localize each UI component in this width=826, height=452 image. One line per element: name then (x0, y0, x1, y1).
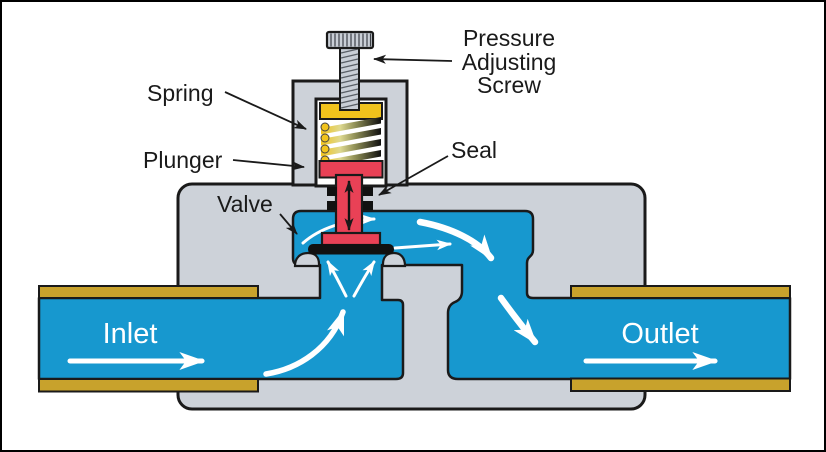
spring-coil (321, 139, 381, 157)
inlet-label: Inlet (103, 318, 158, 350)
spring-coil-dot (320, 133, 330, 143)
seal-pointer-arrow (378, 155, 449, 196)
chamber-flow-arrow-right (393, 239, 452, 251)
spring-coil (321, 117, 381, 135)
knob-knurling (330, 33, 372, 47)
adjusting-screw-knob (325, 30, 375, 50)
valve-label: Valve (217, 191, 273, 217)
plunger-pointer-arrow (232, 159, 306, 171)
spring-label: Spring (147, 80, 213, 106)
seal-ring (363, 187, 373, 196)
seal-rings (327, 187, 373, 210)
adjusting-screw-shaft (339, 45, 360, 111)
spring-coil-dot (320, 122, 330, 132)
riser-flow-arrow-left (326, 260, 348, 298)
valve-seat-lip-left (293, 251, 321, 268)
seal-ring (327, 187, 337, 196)
inlet-pipe-wall-bottom (38, 378, 259, 393)
knob-body (325, 30, 375, 50)
pressure-adjusting-screw-label: Pressure Adjusting Screw (462, 25, 557, 98)
outlet-pipe-wall-bottom (570, 377, 791, 392)
outlet-label: Outlet (621, 318, 698, 350)
seal-ring (363, 201, 373, 210)
spring-coil-dot (320, 144, 330, 154)
spring-pointer-arrow (224, 91, 307, 130)
seal-ring (327, 201, 337, 210)
flow-arrows (67, 214, 719, 377)
chamber-flow-arrow-left (301, 214, 376, 245)
screw-threads (340, 48, 359, 109)
seal-label: Seal (451, 137, 497, 163)
plunger-flange (320, 231, 382, 247)
outlet-pipe-wall-top (570, 285, 791, 299)
channel-to-outlet-flow-arrow (497, 294, 539, 346)
valve-disc (308, 244, 394, 255)
valve-seat-lip-right (381, 251, 407, 268)
inlet-riser-flow-arrow (263, 309, 346, 377)
svg-text:Adjusting: Adjusting (462, 49, 557, 75)
spring-coil (321, 128, 381, 146)
screw-pointer-arrow (372, 54, 453, 64)
valve-pointer-arrow (279, 213, 298, 235)
plunger-label: Plunger (143, 147, 223, 173)
inlet-pipe-wall-top (38, 285, 259, 299)
svg-text:Pressure: Pressure (463, 25, 555, 51)
svg-text:Screw: Screw (477, 72, 541, 98)
riser-flow-arrow-right (352, 260, 376, 298)
chamber-to-channel-flow-arrow (416, 218, 495, 262)
